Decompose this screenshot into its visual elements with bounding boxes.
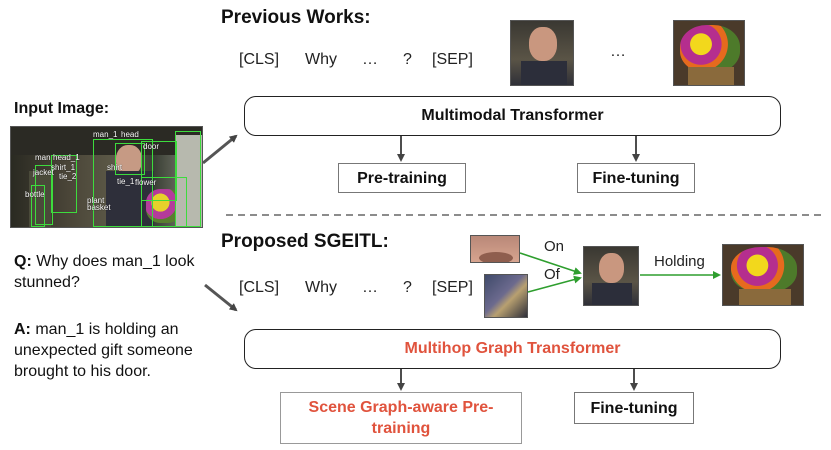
prev-token-why: Why xyxy=(305,51,337,68)
det-label: plant xyxy=(87,196,105,205)
det-label: jacket xyxy=(33,168,54,177)
arrow-input-to-proposed xyxy=(204,283,238,312)
det-label: bottle xyxy=(25,190,45,199)
question-body: Why does man_1 look stunned? xyxy=(14,253,195,291)
det-label: shirt_1 xyxy=(51,163,76,172)
prop-token-cls: [CLS] xyxy=(239,279,280,296)
det-label: man_1 xyxy=(93,130,118,139)
flower-graph-thumbnail xyxy=(722,244,804,306)
prev-pretraining-box: Pre-training xyxy=(338,163,466,193)
multimodal-transformer-box: Multimodal Transformer xyxy=(244,96,781,136)
prev-finetuning-box: Fine-tuning xyxy=(577,163,695,193)
edge-label-on: On xyxy=(544,238,565,255)
man-graph-thumbnail xyxy=(583,246,639,306)
prop-token-ellipsis: … xyxy=(362,279,378,296)
edge-head-on-man xyxy=(519,252,582,275)
det-label: head xyxy=(121,130,139,139)
shirt-thumbnail xyxy=(484,274,528,318)
flower-thumbnail xyxy=(673,20,745,86)
question-prefix: Q: xyxy=(14,253,32,270)
det-label: head_1 xyxy=(53,153,80,162)
prev-image-ellipsis: … xyxy=(610,43,626,60)
prop-token-sep: [SEP] xyxy=(432,279,473,296)
edge-shirt-of-man xyxy=(527,275,582,293)
head-thumbnail xyxy=(470,235,520,263)
arrow-input-to-previous xyxy=(202,134,238,165)
edge-label-of: Of xyxy=(544,266,560,283)
answer-prefix: A: xyxy=(14,321,31,338)
det-label: man xyxy=(35,153,51,162)
det-label: flower xyxy=(135,178,157,187)
input-image-label: Input Image: xyxy=(14,100,110,117)
det-label: shirt xyxy=(107,163,123,172)
man-thumbnail xyxy=(510,20,574,86)
edge-label-holding: Holding xyxy=(654,253,705,270)
det-label: door xyxy=(143,142,160,151)
prev-token-question: ? xyxy=(403,51,412,68)
answer-text: A: man_1 is holding an unexpected gift s… xyxy=(14,319,214,382)
question-text: Q: Why does man_1 look stunned? xyxy=(14,251,204,293)
prev-token-sep: [SEP] xyxy=(432,51,473,68)
det-label: basket xyxy=(87,203,111,212)
proposed-heading: Proposed SGEITL: xyxy=(221,231,389,252)
face-shape xyxy=(116,145,142,175)
answer-body: man_1 is holding an unexpected gift some… xyxy=(14,321,193,380)
prop-token-question: ? xyxy=(403,279,412,296)
prop-token-why: Why xyxy=(305,279,337,296)
prev-token-ellipsis: … xyxy=(362,51,378,68)
prop-finetuning-box: Fine-tuning xyxy=(574,392,694,424)
det-label: tie_1 xyxy=(117,177,135,186)
previous-works-heading: Previous Works: xyxy=(221,7,371,28)
scene-graph-pretraining-box: Scene Graph-aware Pre-training xyxy=(280,392,522,444)
input-image: man_1 head door man head_1 shirt shirt_1… xyxy=(10,126,203,228)
prev-token-cls: [CLS] xyxy=(239,51,280,68)
det-label: tie_2 xyxy=(59,172,77,181)
multihop-graph-transformer-box: Multihop Graph Transformer xyxy=(244,329,781,369)
